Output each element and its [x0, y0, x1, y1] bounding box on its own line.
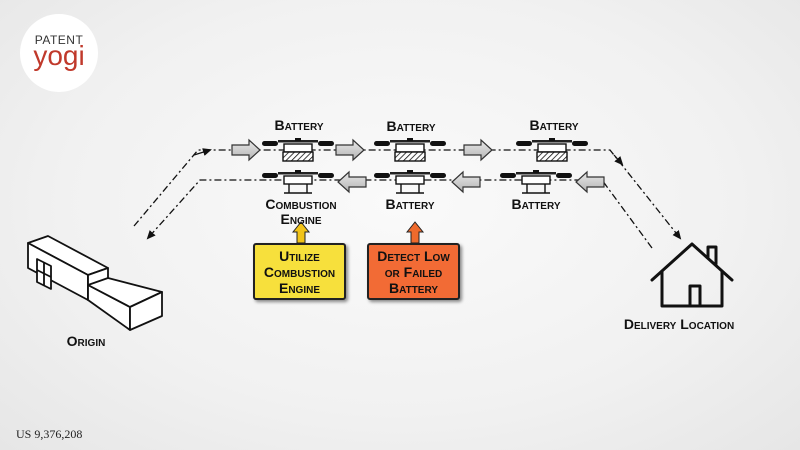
detect-up-arrow	[405, 221, 425, 244]
outbound-descent-arrow	[613, 154, 624, 166]
logo-text-patent: PATENT	[34, 33, 84, 47]
house-icon	[650, 242, 734, 308]
logo-text-yogi: yogi	[33, 40, 85, 71]
detect-line-2: or Failed	[384, 263, 443, 280]
label-battery-top-3: Battery	[529, 117, 579, 133]
label-delivery-location: Delivery Location	[623, 316, 735, 332]
label-combustion-line1: Combustion	[265, 196, 337, 212]
logo-badge	[20, 14, 98, 92]
direction-arrow-left-2	[451, 171, 481, 193]
utilize-up-arrow	[291, 221, 311, 244]
detect-battery-callout: Detect Low or Failed Battery	[367, 243, 460, 300]
label-battery-bottom-1: Battery	[385, 196, 435, 212]
direction-arrow-right-2	[335, 139, 365, 161]
drone-battery-top-1	[261, 137, 335, 162]
utilize-line-1: Utilize	[279, 247, 320, 264]
drone-battery-bottom-1	[373, 169, 447, 194]
drone-combustion-engine	[261, 169, 335, 194]
outbound-flight-path	[133, 149, 682, 240]
drone-battery-bottom-2	[499, 169, 573, 194]
label-battery-top-2: Battery	[386, 118, 436, 134]
label-battery-bottom-2: Battery	[511, 196, 561, 212]
origin-building-icon	[27, 235, 163, 331]
return-flight-path	[146, 179, 653, 249]
outbound-path-arrow	[193, 148, 212, 156]
label-combustion-line2: Engine	[280, 211, 322, 227]
utilize-line-2: Combustion	[263, 263, 336, 280]
drone-battery-top-3	[515, 137, 589, 162]
label-combustion-engine: Combustion Engine	[246, 197, 356, 227]
label-origin: Origin	[66, 333, 106, 349]
direction-arrow-left-3	[337, 171, 367, 193]
label-battery-top-1: Battery	[274, 117, 324, 133]
direction-arrow-left-1	[575, 171, 605, 193]
direction-arrow-right-1	[231, 139, 261, 161]
direction-arrow-right-3	[463, 139, 493, 161]
utilize-line-3: Engine	[278, 279, 320, 296]
detect-line-1: Detect Low	[377, 247, 450, 264]
utilize-combustion-callout: Utilize Combustion Engine	[253, 243, 346, 300]
detect-line-3: Battery	[389, 279, 438, 296]
patent-number: US 9,376,208	[16, 427, 83, 441]
